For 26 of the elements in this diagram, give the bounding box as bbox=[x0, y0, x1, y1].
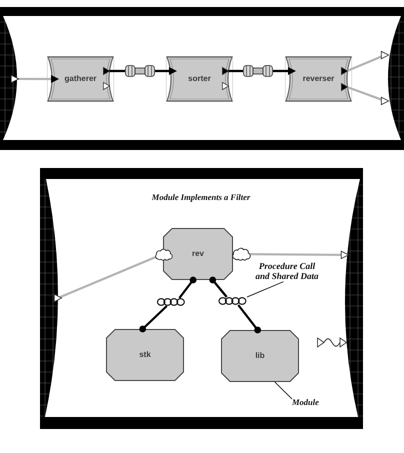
connector-line bbox=[273, 67, 296, 75]
connector-line bbox=[346, 50, 389, 72]
node-label: lib bbox=[255, 352, 265, 360]
pipe-icon bbox=[243, 65, 273, 77]
frame-title: Module Implements a Filter bbox=[152, 193, 250, 203]
node-label: stk bbox=[139, 351, 151, 359]
annotation-label: Module bbox=[292, 398, 319, 408]
connector-line bbox=[139, 305, 168, 332]
connector-line bbox=[209, 276, 228, 298]
node-label: rev bbox=[192, 250, 204, 258]
chain-icon bbox=[157, 298, 185, 306]
node-label: reverser bbox=[302, 75, 334, 83]
node-label: gatherer bbox=[64, 75, 96, 83]
chain-icon bbox=[218, 297, 247, 305]
connector-line bbox=[155, 67, 177, 75]
pipe-icon bbox=[125, 65, 155, 77]
leader-line bbox=[274, 382, 292, 400]
connector-line bbox=[346, 86, 389, 106]
node-label: sorter bbox=[188, 75, 211, 83]
connector-line bbox=[178, 276, 196, 299]
connector-line bbox=[108, 70, 125, 72]
leader-line bbox=[246, 281, 284, 298]
connector-line bbox=[228, 70, 243, 72]
annotation-label: Procedure Call and Shared Data bbox=[252, 261, 322, 282]
connector-line bbox=[237, 304, 262, 334]
connector-line bbox=[10, 74, 60, 84]
